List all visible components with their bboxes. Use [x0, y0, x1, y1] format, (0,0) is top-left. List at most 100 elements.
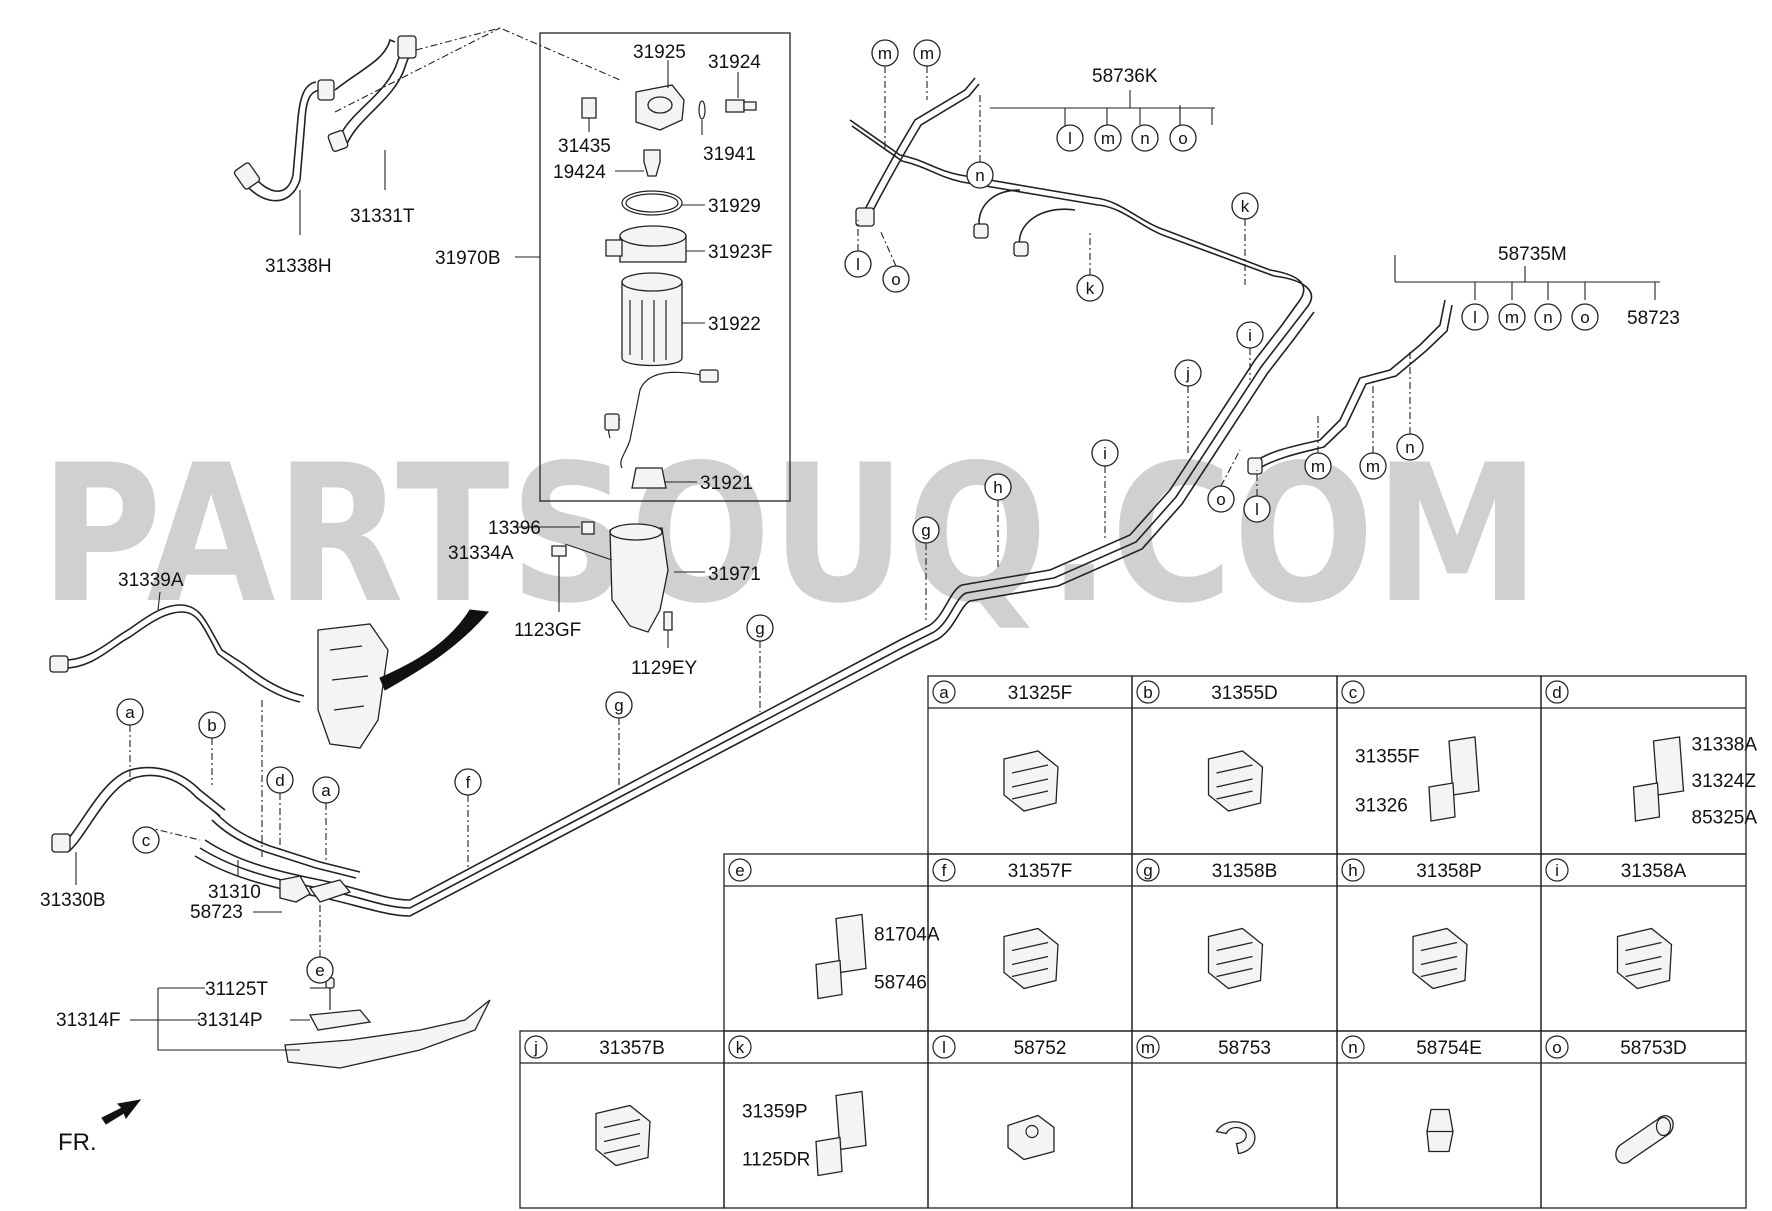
part-illustration [1428, 736, 1480, 822]
callout-31970B: 31970B [435, 248, 501, 269]
part-illustration [1632, 736, 1685, 822]
callout-58736K: 58736K [1092, 66, 1158, 87]
callout-13396: 13396 [488, 518, 541, 539]
circle-callout-d: d [266, 766, 294, 852]
legend-letter: j [533, 1038, 538, 1057]
legend-part-number: 81704A [874, 924, 940, 945]
callout-31314F: 31314F [56, 1010, 120, 1031]
circle-letter: o [1580, 308, 1589, 327]
circle-callout-c: c [132, 826, 201, 854]
circle-letter: b [207, 716, 216, 735]
callout-31125T: 31125T [205, 979, 268, 1000]
callout-31925: 31925 [633, 42, 686, 63]
circle-letter: o [1178, 129, 1187, 148]
circle-callout-l: l [844, 220, 872, 278]
part-illustration [595, 1104, 651, 1167]
callout-31334A: 31334A [448, 543, 514, 564]
circle-callout-m: m [913, 39, 941, 100]
skid-plate [284, 999, 491, 1069]
circle-letter: c [142, 831, 151, 850]
circle-callout-m: m [1304, 415, 1332, 480]
legend-part-number: 1125DR [742, 1150, 810, 1171]
circle-callout-h: h [984, 473, 1012, 568]
legend-part-number: 58752 [1014, 1038, 1067, 1059]
circle-letter: h [993, 478, 1002, 497]
part-illustration [1003, 750, 1059, 812]
callout-31971: 31971 [708, 564, 761, 585]
part-illustration [1003, 927, 1059, 990]
circle-letter: l [856, 255, 860, 274]
circle-callout-o: o [1207, 449, 1241, 513]
circle-letter: o [1216, 490, 1225, 509]
circle-callout-b: b [198, 711, 226, 785]
filter-on-chassis [317, 623, 389, 749]
callout-31923F: 31923F [708, 242, 772, 263]
circle-callout-g: g [605, 691, 633, 790]
circle-callout-g: g [746, 614, 774, 712]
circle-letter: l [1473, 308, 1477, 327]
legend-cell-e: e 81704A 58746 [723, 853, 940, 1032]
legend-letter: e [735, 861, 744, 880]
legend-letter: h [1348, 861, 1357, 880]
callout-58735M: 58735M [1498, 244, 1567, 265]
legend-part-number: 31359P [742, 1101, 808, 1122]
circle-callout-m: m [1498, 303, 1526, 331]
callout-31331T: 31331T [350, 206, 415, 227]
circle-letter: n [1543, 308, 1552, 327]
circle-callout-n: n [1131, 124, 1159, 152]
callout-58723: 58723 [190, 902, 243, 923]
circle-callout-k: k [1076, 230, 1104, 302]
part-illustration [1215, 1121, 1256, 1155]
legend-part-number: 58746 [874, 973, 927, 994]
circle-letter: n [1405, 438, 1414, 457]
legend-part-number: 31357F [1008, 861, 1072, 882]
part-illustration [1412, 927, 1468, 990]
circle-callout-k: k [1231, 192, 1259, 285]
water-sensor [631, 467, 667, 489]
callout-31929: 31929 [708, 196, 761, 217]
callout-31338H: 31338H [265, 256, 332, 277]
return-hose-group [233, 27, 621, 235]
callout-31941: 31941 [703, 144, 756, 165]
callout-58723-right: 58723 [1627, 308, 1680, 329]
legend-part-number: 58753D [1620, 1038, 1687, 1059]
circle-callout-o: o [1169, 124, 1197, 152]
circle-letter: g [921, 521, 930, 540]
circle-letter: i [1103, 444, 1107, 463]
circle-callout-a: a [116, 698, 144, 785]
circle-callout-i: i [1236, 321, 1264, 380]
legend-part-number: 31355D [1211, 683, 1278, 704]
circle-letter: m [1366, 457, 1380, 476]
legend-part-number: 31357B [599, 1038, 665, 1059]
o-ring [621, 190, 683, 216]
legend-part-number: 31325F [1008, 683, 1072, 704]
circle-letter: m [920, 44, 934, 63]
part-illustration [1007, 1114, 1055, 1161]
circle-callout-i: i [1091, 439, 1119, 538]
callout-1123GF: 1123GF [514, 620, 581, 641]
legend-letter: n [1348, 1038, 1357, 1057]
circle-letter: m [1101, 129, 1115, 148]
callout-1129EY: 1129EY [631, 658, 698, 679]
part-illustration [1207, 927, 1264, 990]
circle-letter: f [466, 773, 471, 792]
filter-bracket [609, 527, 669, 633]
front-direction-label: FR. [58, 1129, 97, 1156]
circle-letter: a [125, 703, 135, 722]
circle-letter: n [975, 166, 984, 185]
legend-letter: d [1552, 683, 1561, 702]
callout-31924: 31924 [708, 52, 761, 73]
legend-letter: a [939, 683, 949, 702]
circle-letter: k [1086, 279, 1095, 298]
callout-31314P: 31314P [197, 1010, 263, 1031]
circle-letter: d [275, 771, 284, 790]
circle-callout-l: l [1243, 470, 1271, 523]
